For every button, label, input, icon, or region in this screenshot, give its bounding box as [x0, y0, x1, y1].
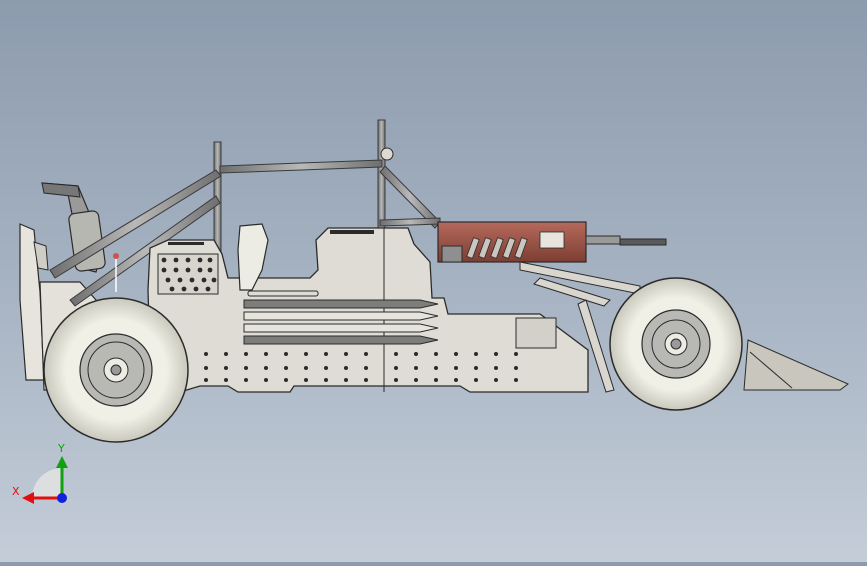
rear-wheel: [43, 297, 189, 443]
roll-cage: [49, 119, 441, 321]
driver-seat: [237, 223, 269, 291]
antenna: [113, 253, 119, 292]
mounted-gun: [437, 221, 667, 263]
x-axis-label: X: [12, 485, 20, 498]
chassis-panel: [147, 227, 589, 393]
triad-plane: [32, 468, 62, 498]
bolt-holes: [204, 352, 518, 382]
y-axis-label: Y: [57, 442, 65, 455]
coordinate-triad: X Y: [10, 440, 80, 510]
rocket-pod: [157, 253, 219, 295]
front-wheel: [609, 277, 743, 411]
side-missiles: [243, 299, 439, 345]
z-axis-dot: [57, 493, 67, 503]
front-frame: [519, 261, 849, 393]
mirror: [380, 147, 394, 161]
